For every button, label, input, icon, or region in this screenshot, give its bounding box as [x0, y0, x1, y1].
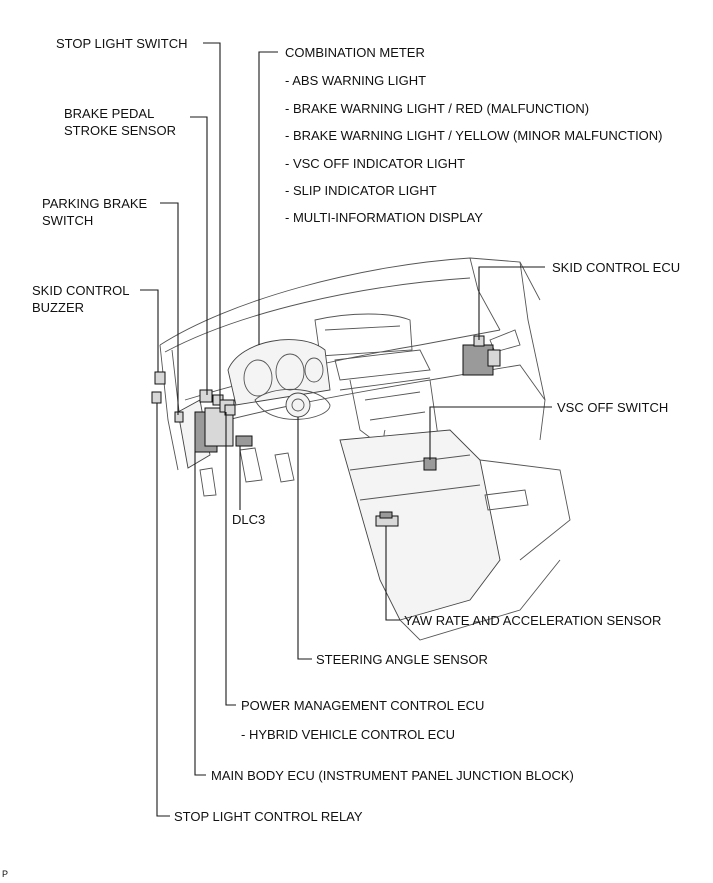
label-brake-warning-light-yellow: - BRAKE WARNING LIGHT / YELLOW (MINOR MA… [285, 128, 663, 143]
left-ecu-cluster [151, 371, 253, 453]
label-power-management-ecu: POWER MANAGEMENT CONTROL ECU [241, 698, 485, 713]
label-multi-information-display: - MULTI-INFORMATION DISPLAY [285, 210, 483, 225]
steering-column-drawing [254, 388, 331, 420]
label-brake-pedal-stroke-sensor-line1: BRAKE PEDAL [64, 106, 155, 121]
label-dlc3: DLC3 [232, 512, 266, 527]
leader-stop-light-control-relay [156, 403, 170, 817]
yaw-rate-sensor-drawing [375, 511, 399, 527]
leader-yaw-rate-sensor [385, 526, 400, 621]
label-skid-control-buzzer-line2: BUZZER [32, 300, 84, 315]
label-skid-control-buzzer-line1: SKID CONTROL [32, 283, 130, 298]
label-brake-warning-light-red: - BRAKE WARNING LIGHT / RED (MALFUNCTION… [285, 101, 590, 116]
label-stop-light-control-relay: STOP LIGHT CONTROL RELAY [174, 809, 363, 824]
label-stop-light-switch: STOP LIGHT SWITCH [56, 36, 188, 51]
combination-meter-drawing [227, 339, 331, 406]
leader-brake-pedal-stroke-sensor [190, 116, 208, 395]
label-parking-brake-switch-line2: SWITCH [42, 213, 94, 228]
skid-control-ecu-drawing [462, 335, 501, 376]
leader-skid-control-ecu [478, 266, 545, 340]
label-yaw-rate-sensor: YAW RATE AND ACCELERATION SENSOR [404, 613, 662, 628]
leader-combination-meter [258, 51, 278, 345]
leader-steering-angle-sensor [297, 417, 312, 660]
dashboard-drawing [159, 257, 571, 641]
label-parking-brake-switch-line1: PARKING BRAKE [42, 196, 148, 211]
leader-stop-light-switch [203, 42, 221, 400]
label-hybrid-vehicle-ecu: - HYBRID VEHICLE CONTROL ECU [241, 727, 456, 742]
label-main-body-ecu: MAIN BODY ECU (INSTRUMENT PANEL JUNCTION… [211, 768, 574, 783]
label-abs-warning-light: - ABS WARNING LIGHT [285, 73, 427, 88]
label-slip-indicator-light: - SLIP INDICATOR LIGHT [285, 183, 437, 198]
corner-mark: P [2, 869, 9, 879]
leader-vsc-off-switch [429, 406, 552, 460]
label-vsc-off-switch: VSC OFF SWITCH [557, 400, 669, 415]
label-steering-angle-sensor: STEERING ANGLE SENSOR [316, 652, 488, 667]
label-brake-pedal-stroke-sensor-line2: STROKE SENSOR [64, 123, 176, 138]
leader-skid-control-buzzer [140, 289, 159, 372]
label-vsc-off-indicator-light: - VSC OFF INDICATOR LIGHT [285, 156, 466, 171]
leader-lines [140, 42, 552, 817]
label-skid-control-ecu: SKID CONTROL ECU [552, 260, 681, 275]
leader-parking-brake-switch [160, 202, 179, 415]
leader-main-body-ecu [194, 452, 206, 776]
leader-power-management-ecu [225, 412, 236, 706]
label-combination-meter: COMBINATION METER [285, 45, 425, 60]
